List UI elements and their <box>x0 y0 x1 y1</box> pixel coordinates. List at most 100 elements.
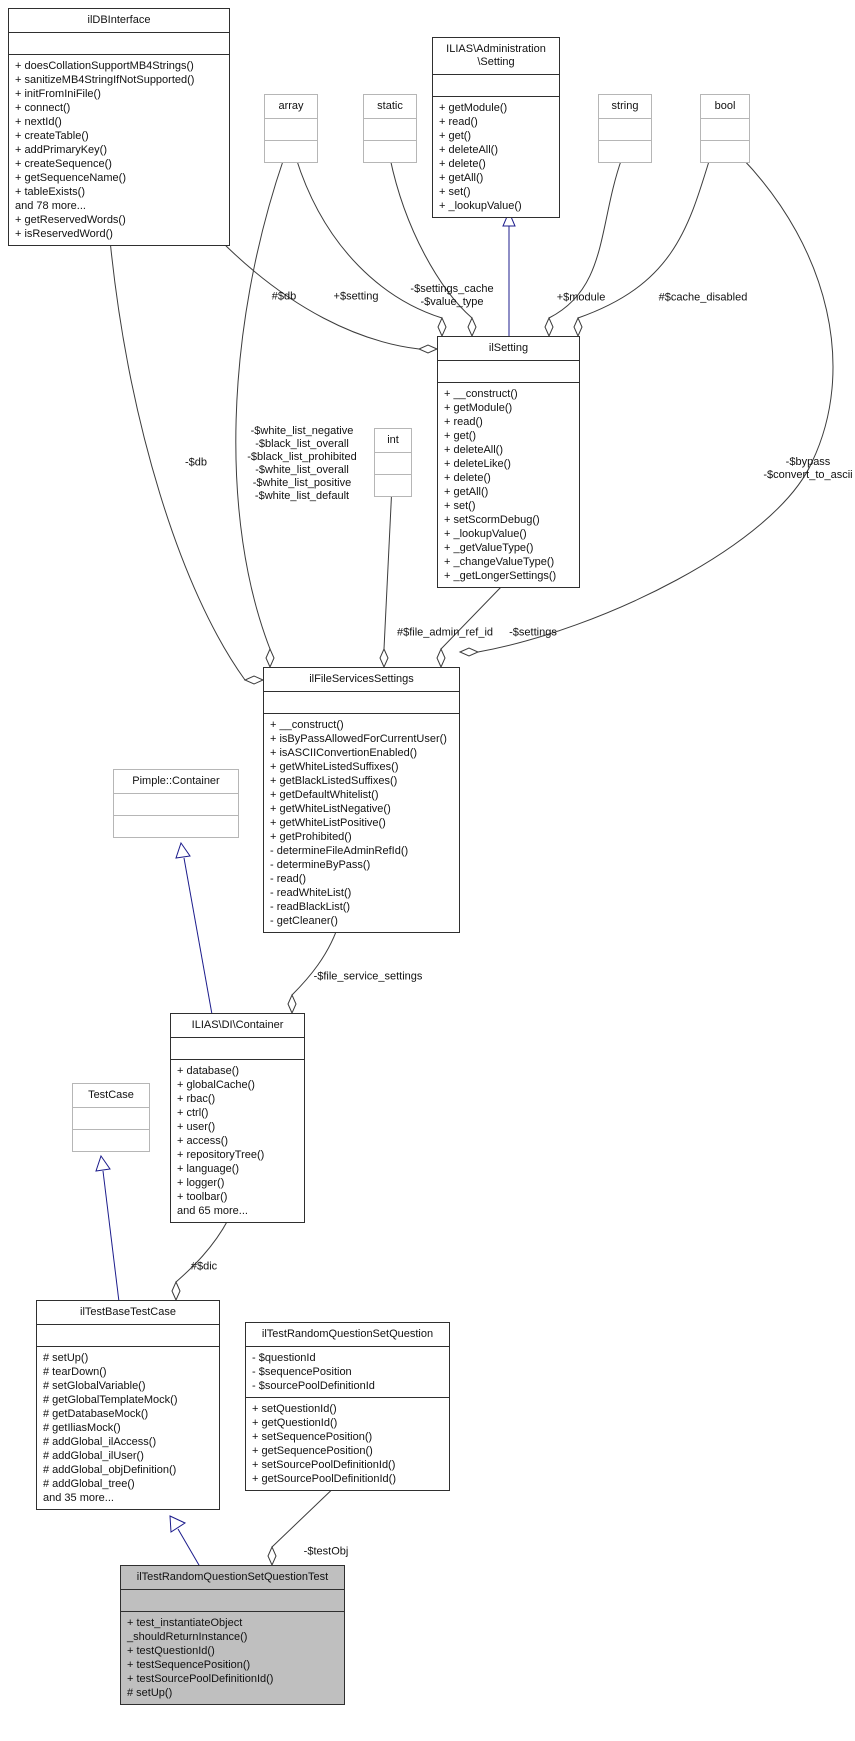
class-title-bool: bool <box>714 100 736 112</box>
edge-db-protected <box>219 239 420 350</box>
edge-label-settings-private: -$settings <box>509 626 557 639</box>
class-methods-filesettings: + __construct() + isByPassAllowedForCurr… <box>264 713 459 932</box>
class-attributes-int <box>375 452 411 474</box>
class-box-bool[interactable]: bool <box>700 94 750 163</box>
edge-setting <box>295 157 443 319</box>
edge-settings-private <box>440 584 504 650</box>
edge-label-bypass: -$bypass -$convert_to_ascii <box>763 456 853 481</box>
edge-label-white-lists: -$white_list_negative -$black_list_overa… <box>247 425 357 502</box>
class-methods-basetestcase: # setUp() # tearDown() # setGlobalVariab… <box>37 1346 219 1509</box>
edge-label-file-service-settings: -$file_service_settings <box>313 970 423 983</box>
edge-label-module-public: +$module <box>556 291 606 304</box>
class-box-pimple[interactable]: Pimple::Container <box>113 769 239 838</box>
class-attributes-basetestcase <box>37 1324 219 1346</box>
class-methods-pimple <box>114 815 238 837</box>
diamond-file-service-settings <box>287 993 297 1015</box>
edge-label-settings-cache: -$settings_cache -$value_type <box>410 283 494 308</box>
class-methods-ilsetting: + __construct() + getModule() + read() +… <box>438 382 579 587</box>
arrow-dicontainer-extends <box>175 841 191 859</box>
diamond-settings-private <box>436 647 446 669</box>
class-methods-string <box>599 140 651 162</box>
class-methods-dicontainer: + database() + globalCache() + rbac() + … <box>171 1059 304 1222</box>
class-box-filesettings[interactable]: ilFileServicesSettings + __construct() + … <box>263 667 460 933</box>
diamond-file-admin-ref-id <box>379 647 389 669</box>
class-box-static[interactable]: static <box>363 94 417 163</box>
class-title-adminsetting: ILIAS\Administration \Setting <box>446 43 546 68</box>
class-title-ilsetting: ilSetting <box>488 342 529 354</box>
diamond-db-private <box>243 675 265 685</box>
edge-module <box>548 157 623 319</box>
edge-label-setting-public: +$setting <box>333 290 379 303</box>
class-methods-static <box>364 140 416 162</box>
class-attributes-bool <box>701 118 749 140</box>
class-title-ildbinterface: ilDBInterface <box>87 14 151 26</box>
edge-label-file-admin-ref-id: #$file_admin_ref_id <box>396 626 494 639</box>
edge-label-dic: #$dic <box>190 1260 218 1273</box>
class-title-dicontainer: ILIAS\DI\Container <box>191 1019 284 1031</box>
class-box-ilsetting[interactable]: ilSetting + __construct() + getModule() +… <box>437 336 580 588</box>
inheritance-edges <box>102 226 510 1573</box>
class-box-adminsetting[interactable]: ILIAS\Administration \Setting + getModule… <box>432 37 560 218</box>
class-box-string[interactable]: string <box>598 94 652 163</box>
class-attributes-testcase <box>73 1107 149 1129</box>
class-title-rqsquestion: ilTestRandomQuestionSetQuestion <box>261 1328 434 1340</box>
class-title-static: static <box>377 100 403 112</box>
class-box-int[interactable]: int <box>374 428 412 497</box>
edge-cache-disabled <box>577 157 711 319</box>
class-title-filesettings: ilFileServicesSettings <box>309 673 414 685</box>
class-attributes-array <box>265 118 317 140</box>
class-attributes-static <box>364 118 416 140</box>
class-box-basetestcase[interactable]: ilTestBaseTestCase # setUp() # tearDown()… <box>36 1300 220 1510</box>
diamond-dic <box>171 1280 181 1302</box>
edge-dicontainer-extends <box>183 857 214 1021</box>
class-attributes-ilsetting <box>438 360 579 382</box>
class-box-rqsquestion[interactable]: ilTestRandomQuestionSetQuestion - $questi… <box>245 1322 450 1491</box>
inheritance-arrows <box>95 210 516 1533</box>
class-title-basetestcase: ilTestBaseTestCase <box>80 1306 176 1318</box>
diamond-module <box>544 316 554 338</box>
edge-file-admin-ref-id <box>383 484 393 650</box>
class-box-testcase[interactable]: TestCase <box>72 1083 150 1152</box>
class-title-string: string <box>611 100 639 112</box>
edge-bypass <box>477 157 834 653</box>
class-box-rqsqtest[interactable]: ilTestRandomQuestionSetQuestionTest+ tes… <box>120 1565 345 1705</box>
edge-label-db-private: -$db <box>184 456 208 469</box>
class-attributes-adminsetting <box>433 74 559 96</box>
arrow-rqsqtest-extends <box>169 1515 187 1533</box>
edge-rqsqtest-extends <box>177 1528 204 1573</box>
diamond-settings-cache <box>467 316 477 338</box>
class-attributes-rqsqtest <box>121 1589 344 1611</box>
class-attributes-rqsquestion: - $questionId - $sequencePosition - $sou… <box>246 1346 449 1397</box>
edge-white-lists <box>235 157 285 650</box>
class-methods-rqsqtest: + test_instantiateObject _shouldReturnIn… <box>121 1611 344 1704</box>
edge-settings-cache <box>389 157 473 319</box>
diamond-test-obj <box>267 1545 277 1567</box>
arrow-ilsetting-extends <box>502 210 516 227</box>
arrow-basetestcase-extends <box>95 1154 111 1172</box>
edge-basetestcase-extends <box>102 1170 121 1311</box>
edge-db-private <box>109 239 246 681</box>
class-title-array: array <box>278 100 304 112</box>
class-box-dicontainer[interactable]: ILIAS\DI\Container + database() + globalC… <box>170 1013 305 1223</box>
class-box-array[interactable]: array <box>264 94 318 163</box>
class-methods-int <box>375 474 411 496</box>
class-methods-testcase <box>73 1129 149 1151</box>
class-attributes-pimple <box>114 793 238 815</box>
edge-test-obj <box>271 1479 343 1548</box>
class-attributes-filesettings <box>264 691 459 713</box>
class-methods-adminsetting: + getModule() + read() + get() + deleteA… <box>433 96 559 217</box>
class-title-pimple: Pimple::Container <box>132 775 220 787</box>
diamond-white-lists <box>265 647 275 669</box>
class-box-ildbinterface[interactable]: ilDBInterface+ doesCollationSupportMB4St… <box>8 8 230 246</box>
class-methods-bool <box>701 140 749 162</box>
class-attributes-dicontainer <box>171 1037 304 1059</box>
class-title-int: int <box>387 434 399 446</box>
class-methods-rqsquestion: + setQuestionId() + getQuestionId() + se… <box>246 1397 449 1490</box>
edge-label-test-obj: -$testObj <box>303 1545 349 1558</box>
class-methods-array <box>265 140 317 162</box>
class-title-testcase: TestCase <box>88 1089 134 1101</box>
aggregation-diamonds <box>171 316 583 1567</box>
edge-dic <box>175 1219 229 1283</box>
